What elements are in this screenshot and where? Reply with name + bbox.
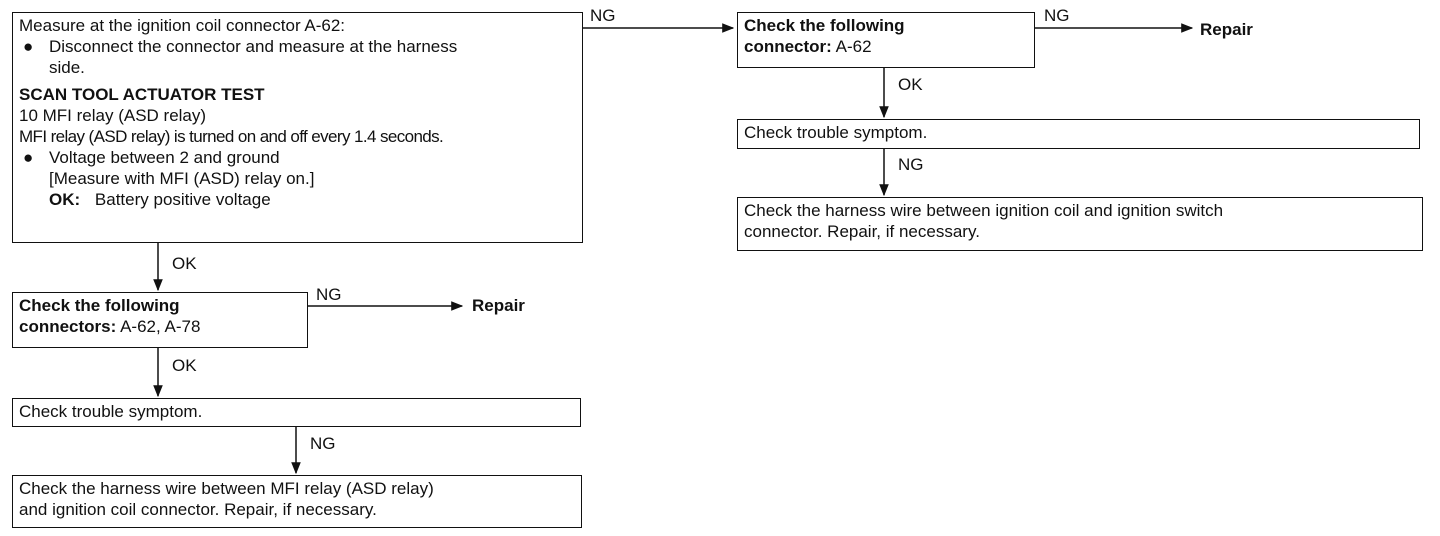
ok-label: OK: [49,190,81,209]
box4-line1: Check the harness wire between MFI relay… [19,479,434,498]
ok-value: Battery positive voltage [94,190,271,209]
label-ng-box1: NG [590,6,616,25]
box4-line2: and ignition coil connector. Repair, if … [19,500,377,519]
label-ok-box2: OK [172,356,197,375]
step-box-check-trouble-symptom: Check trouble symptom. [12,398,581,427]
box3-text: Check trouble symptom. [19,402,203,421]
box2-line1: Check the following [19,296,180,315]
step-box-check-connector-a62: Check the following connector: A-62 [737,12,1035,68]
box1-relay-line: 10 MFI relay (ASD relay) [19,106,207,125]
step-box-measure-ignition-coil: Measure at the ignition coil connector A… [12,12,583,243]
label-ng-box5: NG [1044,6,1070,25]
box1-ok-line: OK: Battery positive voltage [19,189,576,210]
box1-heading: SCAN TOOL ACTUATOR TEST [19,85,265,104]
step-box-check-harness-mfi: Check the harness wire between MFI relay… [12,475,582,528]
box5-line2: connector: A-62 [744,37,872,56]
box2-line2: connectors: A-62, A-78 [19,317,201,336]
label-ok-box1: OK [172,254,197,273]
label-ng-box6: NG [898,155,924,174]
box1-title: Measure at the ignition coil connector A… [19,16,346,35]
box5-line1: Check the following [744,16,905,35]
box1-cycle-line: MFI relay (ASD relay) is turned on and o… [19,127,444,146]
box7-line2: connector. Repair, if necessary. [744,222,980,241]
step-box-check-harness-ignition: Check the harness wire between ignition … [737,197,1423,251]
label-ng-box2: NG [316,285,342,304]
box1-bullet2: ● Voltage between 2 and ground [23,148,280,167]
box1-bullet1: ● Disconnect the connector and measure a… [23,37,458,56]
step-box-check-trouble-symptom-2: Check trouble symptom. [737,119,1420,149]
step-box-check-connectors: Check the following connectors: A-62, A-… [12,292,308,348]
label-ng-box3: NG [310,434,336,453]
box7-line1: Check the harness wire between ignition … [744,201,1224,220]
repair-box5: Repair [1200,20,1253,39]
bullet-icon: ● [23,148,34,167]
repair-box2: Repair [472,296,525,315]
bullet-icon: ● [23,37,34,56]
box1-bullet1-cont: side. [49,58,85,77]
box1-bullet2-sub: [Measure with MFI (ASD) relay on.] [49,169,315,188]
box6-text: Check trouble symptom. [744,123,928,142]
label-ok-box5: OK [898,75,923,94]
